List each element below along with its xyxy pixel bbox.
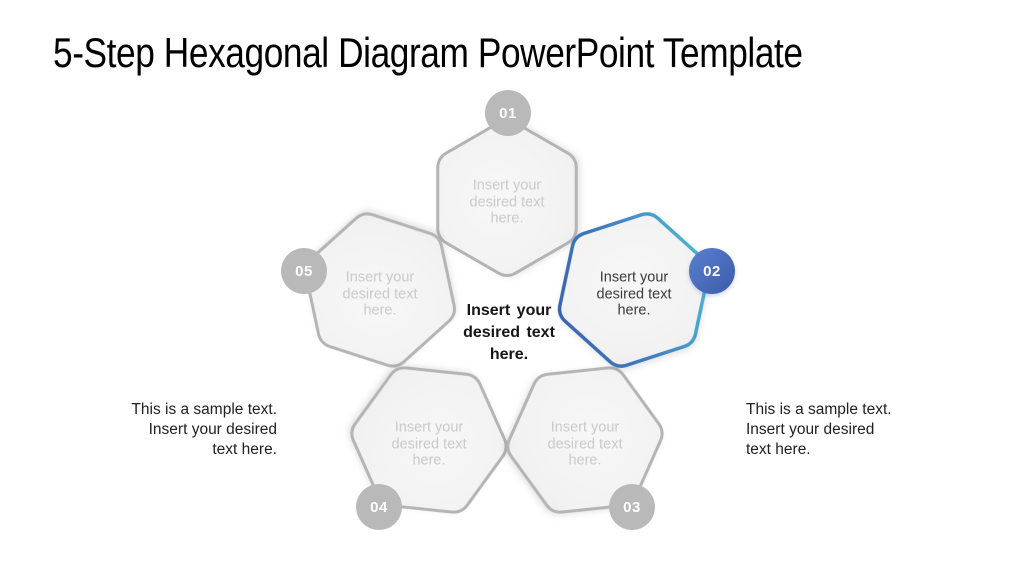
step-badge-02[interactable]: 02 [689,248,735,294]
sample-text-left[interactable]: This is a sample text. Insert your desir… [131,401,277,458]
hexagon-label-02[interactable]: Insert your desired text here. [596,269,672,319]
hexagon-label-03[interactable]: Insert your desired text here. [547,419,623,469]
hexagon-label-05[interactable]: Insert your desired text here. [342,269,418,319]
step-badge-04[interactable]: 04 [356,484,402,530]
step-badge-03[interactable]: 03 [609,484,655,530]
hexagon-label-04[interactable]: Insert your desired text here. [391,419,467,469]
step-badge-01[interactable]: 01 [485,90,531,136]
sample-text-right[interactable]: This is a sample text. Insert your desir… [746,401,892,458]
step-badge-05[interactable]: 05 [281,248,327,294]
slide-title[interactable]: 5-Step Hexagonal Diagram PowerPoint Temp… [53,29,803,76]
hexagon-label-01[interactable]: Insert your desired text here. [469,177,545,227]
center-text[interactable]: Insert your desired text here. [463,302,555,363]
